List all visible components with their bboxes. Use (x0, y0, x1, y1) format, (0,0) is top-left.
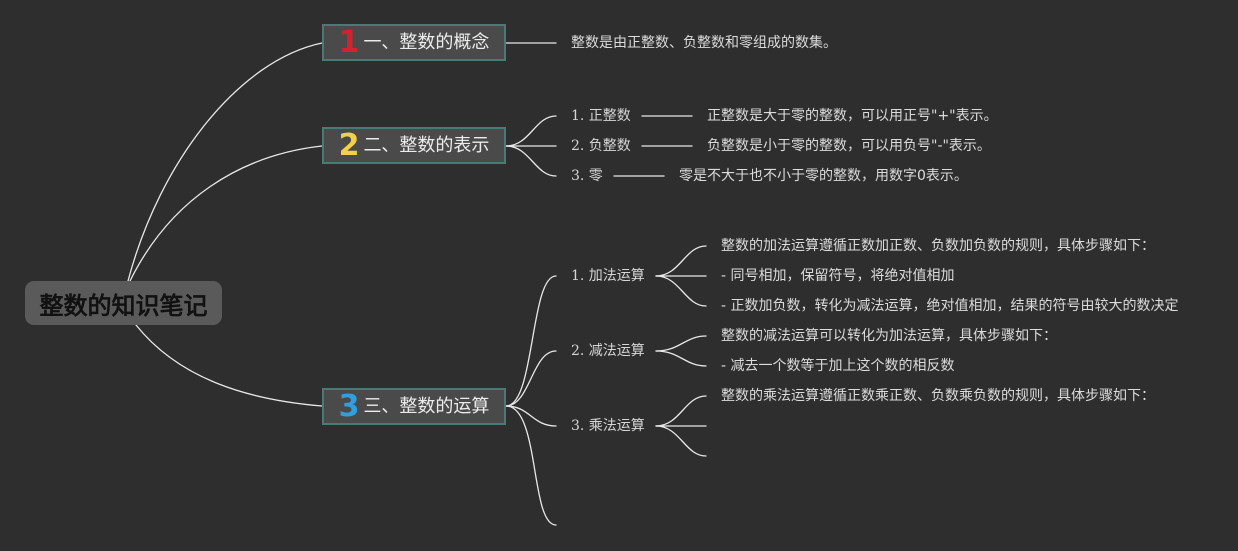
root-node[interactable]: 整数的知识笔记 (25, 281, 222, 325)
positive-note[interactable]: 正整数是大于零的整数，可以用正号"+"表示。 (707, 108, 998, 124)
topic-number-badge: 3 (338, 388, 360, 424)
topic-label: 一、整数的概念 (363, 31, 490, 53)
link-topic-2-sub-1 (505, 115, 557, 147)
subtraction-note-1[interactable]: 整数的减法运算可以转化为加法运算，具体步骤如下： (721, 328, 1057, 344)
addition-note-1[interactable]: 整数的加法运算遵循正数加正数、负数加负数的规则，具体步骤如下： (721, 238, 1155, 254)
link-topic-2-sub-3 (505, 145, 557, 177)
link-topic-3-op-3 (505, 405, 557, 427)
link-topic-3-empty (505, 405, 557, 526)
link-op-2-note-2 (655, 350, 707, 367)
topic-label: 三、整数的运算 (363, 395, 490, 417)
topic-label: 二、整数的表示 (363, 134, 490, 156)
link-root-topic-2 (129, 145, 323, 282)
link-topic-3-op-1 (505, 275, 557, 407)
multiplication-note-1[interactable]: 整数的乘法运算遵循正数乘正数、负数乘负数的规则，具体步骤如下： (721, 388, 1155, 404)
negative-note[interactable]: 负整数是小于零的整数，可以用负号"-"表示。 (707, 138, 991, 154)
sub-node-negative[interactable]: 2. 负整数 (571, 138, 631, 154)
link-op-3-note-3 (655, 425, 707, 457)
topic-node-representation[interactable]: 2 二、整数的表示 (322, 127, 506, 164)
subtraction-note-2[interactable]: - 减去一个数等于加上这个数的相反数 (721, 358, 955, 374)
link-op-3-note-1 (655, 395, 707, 427)
addition-note-2[interactable]: - 同号相加，保留符号，将绝对值相加 (721, 268, 955, 284)
topic-number-badge: 1 (338, 24, 360, 60)
link-op-1-note-3 (655, 275, 707, 307)
link-root-topic-3 (135, 324, 323, 407)
topic-node-concept[interactable]: 1 一、整数的概念 (322, 24, 506, 61)
link-op-1-note-1 (655, 245, 707, 277)
topic-node-operations[interactable]: 3 三、整数的运算 (322, 388, 506, 425)
concept-note[interactable]: 整数是由正整数、负整数和零组成的数集。 (571, 35, 837, 51)
zero-note[interactable]: 零是不大于也不小于零的整数，用数字0表示。 (679, 168, 968, 184)
sub-node-positive[interactable]: 1. 正整数 (571, 108, 631, 124)
sub-node-addition[interactable]: 1. 加法运算 (571, 268, 645, 284)
link-root-topic-1 (127, 42, 323, 282)
sub-node-multiplication[interactable]: 3. 乘法运算 (571, 418, 645, 434)
sub-node-zero[interactable]: 3. 零 (571, 168, 603, 184)
addition-note-3[interactable]: - 正数加负数，转化为减法运算，绝对值相加，结果的符号由较大的数决定 (721, 298, 1179, 314)
link-topic-3-op-2 (505, 350, 557, 407)
link-op-2-note-1 (655, 335, 707, 352)
sub-node-subtraction[interactable]: 2. 减法运算 (571, 343, 645, 359)
topic-number-badge: 2 (338, 127, 360, 163)
